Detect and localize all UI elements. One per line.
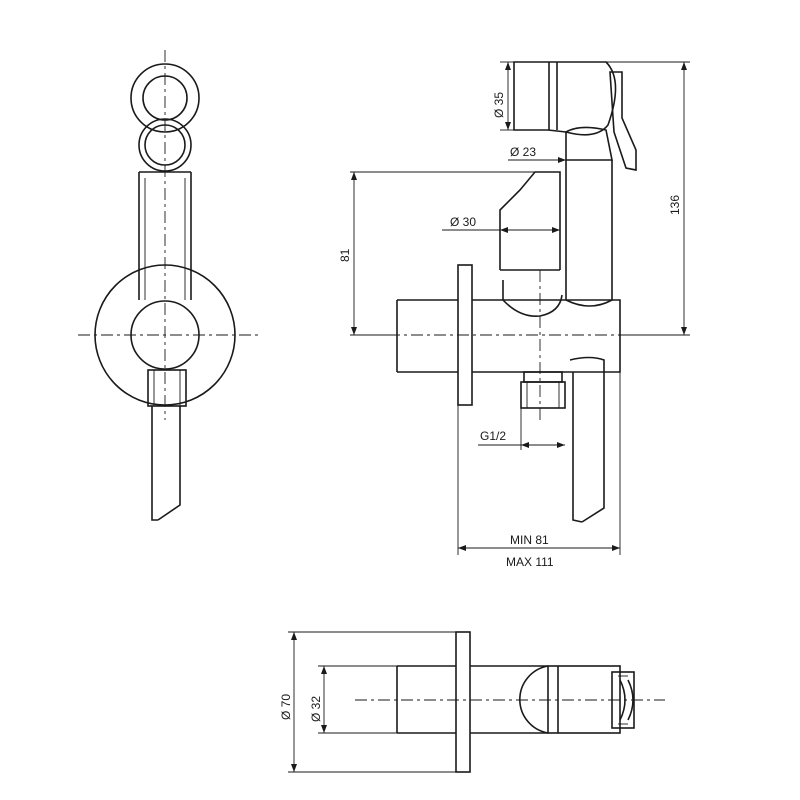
top-cylinder — [547, 665, 621, 734]
dim-h81: 81 — [338, 248, 352, 262]
side-hose — [572, 372, 605, 523]
front-hose-connector — [147, 369, 187, 407]
dim-h136: 136 — [668, 195, 682, 215]
side-lever — [609, 71, 637, 171]
dim-max: MAX 111 — [506, 555, 554, 569]
side-head — [513, 61, 617, 136]
dim-thread: G1/2 — [480, 429, 506, 443]
top-body-right — [470, 665, 548, 734]
top-wall-plate — [455, 631, 471, 773]
side-hose-outlet — [569, 356, 605, 372]
side-handle-stem — [565, 160, 613, 300]
side-view: Ø 35 Ø 23 Ø 30 81 136 G1/2 — [338, 61, 690, 569]
top-body-left — [396, 665, 456, 734]
dim-d23: Ø 23 — [510, 145, 536, 159]
side-holder-base — [502, 280, 563, 317]
dim-d30: Ø 30 — [450, 215, 476, 229]
dim-min: MIN 81 — [510, 533, 549, 547]
dim-d32: Ø 32 — [309, 696, 323, 722]
side-body-left — [396, 299, 458, 373]
side-body-right — [472, 299, 621, 373]
dim-d70: Ø 70 — [279, 694, 293, 720]
side-inlet-connector — [520, 381, 566, 409]
side-holder — [499, 171, 561, 270]
front-view — [78, 50, 258, 521]
dim-d35: Ø 35 — [492, 92, 506, 118]
front-ring-outer — [130, 63, 200, 133]
top-view: Ø 70 Ø 32 — [279, 631, 665, 773]
front-hose — [151, 406, 181, 521]
top-valve-cap — [519, 665, 549, 734]
